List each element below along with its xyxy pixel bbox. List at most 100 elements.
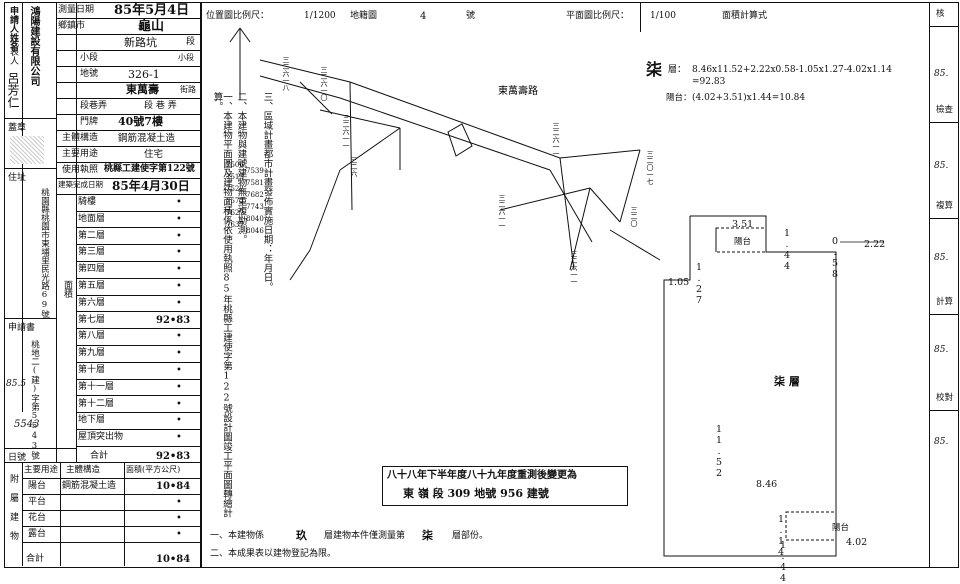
floor-row-value: • <box>176 432 182 444</box>
survey-date-label: 測量日期 <box>58 5 95 15</box>
section-label: 段 <box>186 37 196 47</box>
floor-row-rule <box>76 378 200 380</box>
map-number-right: 8040 <box>246 215 264 223</box>
structure-value: 鋼筋混凝土造 <box>118 133 176 144</box>
address-label: 住址 <box>8 173 27 183</box>
attached-row-rule <box>22 494 200 495</box>
floor-row-rule <box>76 344 200 346</box>
map-number-left: 7573 <box>226 197 244 205</box>
attached-header-use: 主要用途 <box>24 465 59 475</box>
attached-row-area: • <box>176 529 182 540</box>
plan-dim-144a: 1.44 <box>781 228 793 272</box>
reassignment-stamp: 八十八年下半年度八十九年度重測後變更為 東 嶺 段 309 地號 956 建號 <box>382 466 628 506</box>
request-value: 桃地二(建)字第5543號 <box>29 340 40 460</box>
address-value: 桃園縣桃園市東埔里民光路69號 <box>39 188 50 319</box>
floor-row-value: • <box>176 398 182 410</box>
plan-dim-351: 3.51 <box>732 219 754 230</box>
right-strip-number: 85. <box>934 345 949 355</box>
permit-label: 使用執照 <box>62 165 99 175</box>
door-value: 40號7樓 <box>118 115 163 128</box>
floor-row-label: 第八層 <box>78 331 106 342</box>
lot-label: 地號 <box>80 69 99 79</box>
floor-row-label: 地下層 <box>78 415 106 426</box>
attached-total-value: 10•84 <box>156 554 191 565</box>
area-calc-floor-result: =92.83 <box>692 77 726 87</box>
floor-row-label: 地面層 <box>78 213 106 224</box>
location-map: 東萬壽路 <box>229 27 661 281</box>
stamp-line-2: 東 嶺 段 309 地號 956 建號 <box>403 487 549 500</box>
right-strip-rule <box>930 122 958 123</box>
floor-row-label: 騎樓 <box>78 197 97 207</box>
map-number-label: 地籍圖 <box>350 11 378 21</box>
subsection-value: 小段 <box>178 53 194 62</box>
map-number-left: 7627 <box>226 209 244 217</box>
floor-row-value: • <box>176 213 182 225</box>
plan-dim-105: 1.05 <box>668 277 690 288</box>
map-number-right: 8046 <box>246 227 264 235</box>
floor-row-value: • <box>176 281 182 292</box>
floor-row-value: 92•83 <box>156 314 191 326</box>
right-strip-rule <box>930 314 958 315</box>
plan-scale-label: 平面圖比例尺： <box>566 11 630 21</box>
floor-row-value: • <box>176 348 182 360</box>
attached-row-use: 花台 <box>28 513 47 523</box>
attached-total-label: 合計 <box>26 554 45 564</box>
floor-row-label: 第五層 <box>78 281 106 291</box>
area-calc-floor-label: 柒 <box>646 60 663 79</box>
floor-row-value: • <box>176 331 182 343</box>
completion-label: 建築完成日期 <box>58 180 103 189</box>
applicant-value: 鴻陽建設有限公司 <box>28 6 39 86</box>
parcel-label: 三二〇一七 <box>646 150 654 185</box>
township-value: 龜山 <box>138 19 165 34</box>
structure-label: 主體構造 <box>62 133 99 143</box>
right-strip-rule <box>930 26 958 27</box>
street-label: 街路 <box>180 85 196 94</box>
representative-value: 呂芳仁 <box>6 72 20 108</box>
floor-row-rule <box>76 294 200 296</box>
floor-row-rule <box>76 445 200 447</box>
bottom-note-1a: 一、本建物係 <box>210 531 265 541</box>
attached-row-use: 露台 <box>28 529 47 539</box>
note-2: 二、本建物與建號建物無重複勘測。 <box>235 92 247 244</box>
plan-dim-058: 0.58 <box>829 236 841 280</box>
right-strip-number: 85. <box>934 253 949 263</box>
floor-row-label: 第二層 <box>78 230 106 241</box>
floor-row-value: • <box>176 230 182 242</box>
area-calc-floor-suffix: 層： <box>668 65 687 75</box>
attached-header-structure: 主體構造 <box>66 465 101 475</box>
attached-row-rule <box>22 542 200 543</box>
applicant-label: 申請人姓名 <box>8 6 18 51</box>
area-calc-label: 面積計算式 <box>722 11 768 21</box>
area-calc-floor-formula: 8.46x11.52+2.22x0.58-1.05x1.27-4.02x1.14 <box>692 65 892 75</box>
floor-row-rule <box>76 361 200 363</box>
floor-row-label: 第四層 <box>78 264 106 275</box>
permit-value: 桃縣工建使字第122號 <box>104 164 195 174</box>
parcel-label: 三二六一〇 <box>320 66 328 101</box>
floor-row-rule <box>76 227 200 229</box>
map-number-suffix: 號 <box>466 11 476 21</box>
floor-area-label: 面積 <box>62 280 72 298</box>
right-strip-number: 85. <box>934 437 949 447</box>
floor-row-label: 第七層 <box>78 314 106 325</box>
map-number-right: 7539 <box>246 167 264 175</box>
attached-row-structure: 鋼筋混凝土造 <box>62 481 117 491</box>
map-number-right: 7743 <box>246 203 264 211</box>
bottom-note-1e: 層部份。 <box>452 531 489 541</box>
use-value: 住宅 <box>144 149 164 160</box>
area-calc-balcony-label: 陽台： <box>666 93 692 103</box>
handwritten-number: 5543 <box>14 419 40 430</box>
attached-row-area: 10•84 <box>156 481 191 492</box>
parcel-label: 三二六 <box>350 156 358 177</box>
right-strip-label: 校對 <box>936 393 954 403</box>
plan-dim-402: 4.02 <box>846 537 868 548</box>
plan-dim-127: 1.27 <box>693 262 705 306</box>
seal-label: 蓋章 <box>8 123 27 133</box>
request-label: 申請書 <box>8 323 36 333</box>
survey-result-sheet: 申請人姓名 鴻陽建設有限公司 代表人 呂芳仁 蓋章 住址 桃園縣桃園市東埔里民光… <box>4 2 959 584</box>
floor-row-label: 第六層 <box>78 297 106 308</box>
floor-row-value: • <box>176 381 182 393</box>
floor-row-rule <box>76 395 200 397</box>
street-name: 東萬壽路 <box>498 84 538 97</box>
attached-row-rule <box>22 510 200 511</box>
right-strip-number: 85. <box>934 69 949 79</box>
